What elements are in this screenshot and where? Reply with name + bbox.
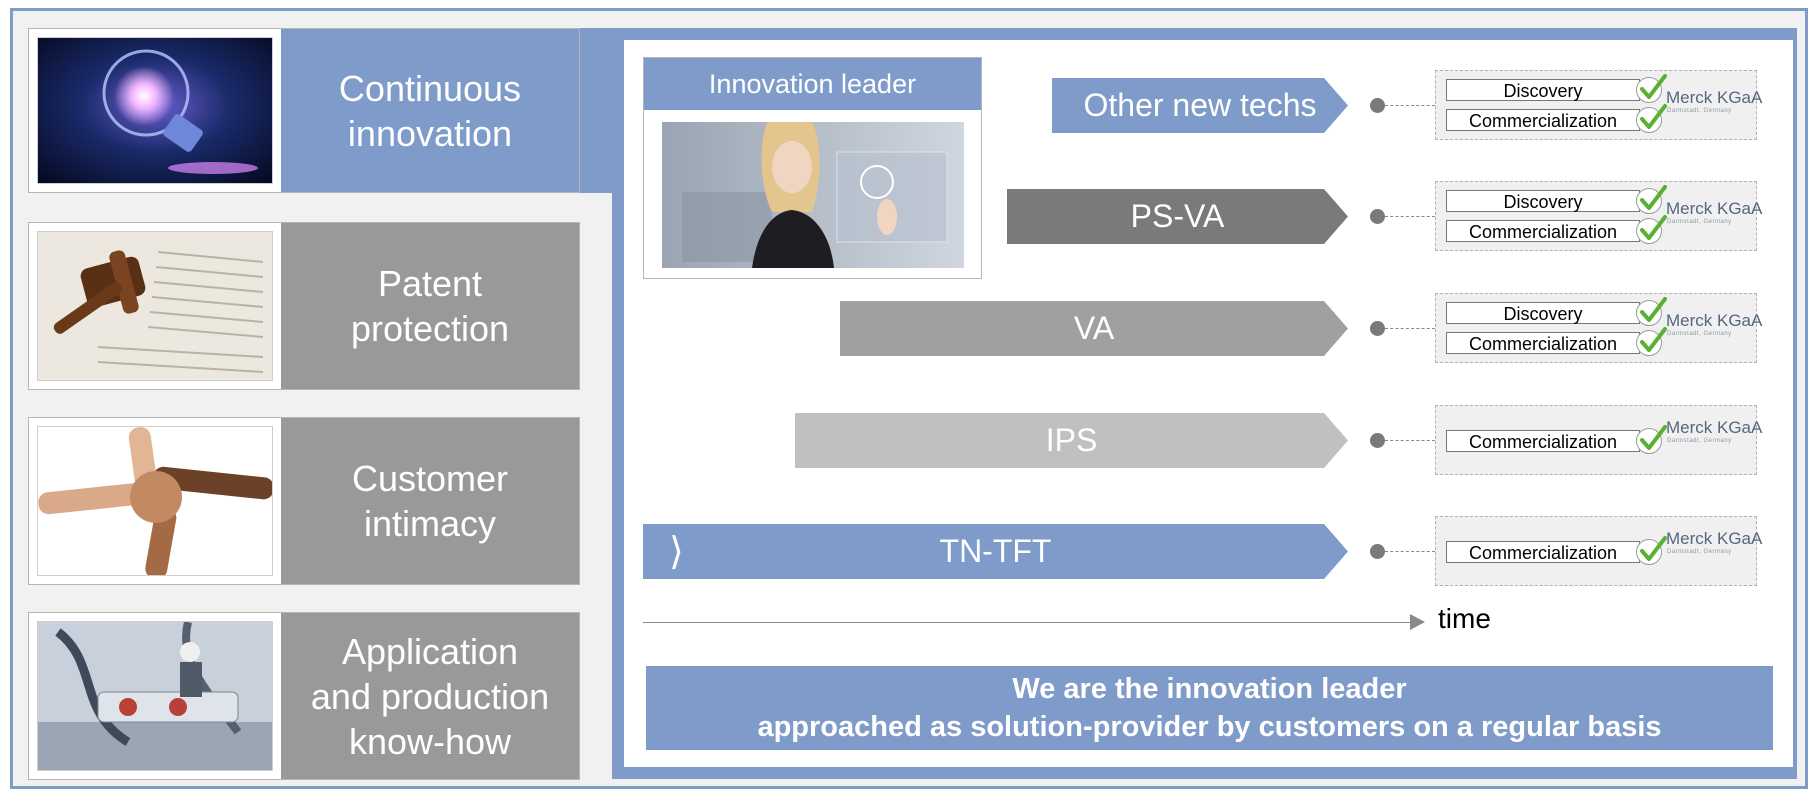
checkmark-icon	[1636, 536, 1667, 565]
tech-arrow-ps-va: PS-VA	[1007, 189, 1348, 244]
dashed-connector	[1385, 440, 1435, 441]
tech-arrow-va: VA	[840, 301, 1348, 356]
timeline-marker-dot	[1370, 209, 1385, 224]
checkmark-icon	[1636, 74, 1667, 103]
stage-discovery: Discovery	[1446, 302, 1640, 324]
card-label: Patent protection	[281, 223, 579, 389]
card-patent-protection: Patent protection	[28, 222, 580, 390]
timeline-marker-dot	[1370, 433, 1385, 448]
checkmark-icon	[1636, 215, 1667, 244]
joined-hands-image	[37, 426, 273, 576]
summary-banner: We are the innovation leader approached …	[646, 666, 1773, 750]
checkmark-icon	[1636, 327, 1667, 356]
card-continuous-innovation: Continuous innovation	[28, 28, 580, 193]
merck-logo: Merck KGaA	[1666, 199, 1763, 218]
stage-discovery: Discovery	[1446, 190, 1640, 212]
checkmark-icon	[1636, 185, 1667, 214]
merck-logo-location: Darmstadt, Germany	[1667, 108, 1732, 114]
production-machinery-image	[37, 621, 273, 771]
merck-logo-location: Darmstadt, Germany	[1667, 219, 1732, 225]
gavel-image	[37, 231, 273, 381]
stage-commercialization: Commercialization	[1446, 332, 1640, 354]
tech-arrow-other-new-techs: Other new techs	[1052, 78, 1348, 133]
stage-commercialization: Commercialization	[1446, 109, 1640, 131]
stage-commercialization: Commercialization	[1446, 541, 1640, 563]
innovation-leader-title: Innovation leader	[644, 58, 981, 110]
card-application-know-how: Application and production know-how	[28, 612, 580, 780]
merck-logo-location: Darmstadt, Germany	[1667, 331, 1732, 337]
tech-label: VA	[1073, 310, 1115, 346]
card-customer-intimacy: Customer intimacy	[28, 417, 580, 585]
stage-discovery: Discovery	[1446, 79, 1640, 101]
timeline-marker-dot	[1370, 98, 1385, 113]
banner-line-1: We are the innovation leader	[1012, 673, 1407, 705]
tech-label: PS-VA	[1130, 198, 1225, 234]
card-label: Customer intimacy	[281, 418, 579, 584]
tech-arrow-tn-tft: TN-TFT ⟩	[643, 524, 1348, 579]
tech-arrow-ips: IPS	[795, 413, 1348, 468]
timeline-marker-dot	[1370, 321, 1385, 336]
lightbulb-image	[37, 37, 273, 184]
dashed-connector	[1385, 105, 1435, 106]
merck-logo: Merck KGaA	[1666, 418, 1763, 437]
checkmark-icon	[1636, 297, 1667, 326]
timeline-arrowhead	[1410, 614, 1425, 630]
active-card-connector	[580, 28, 614, 193]
chevron-right-icon: ⟩	[669, 531, 684, 573]
innovation-leader-box: Innovation leader	[643, 57, 982, 279]
merck-logo-location: Darmstadt, Germany	[1667, 438, 1732, 444]
dashed-connector	[1385, 328, 1435, 329]
dashed-connector	[1385, 551, 1435, 552]
banner-line-2: approached as solution-provider by custo…	[757, 711, 1662, 743]
checkmark-icon	[1636, 425, 1667, 454]
card-label: Continuous innovation	[281, 29, 579, 192]
tech-label: Other new techs	[1083, 87, 1317, 123]
timeline-marker-dot	[1370, 544, 1385, 559]
checkmark-icon	[1636, 104, 1667, 133]
merck-logo-location: Darmstadt, Germany	[1667, 549, 1732, 555]
timeline-axis	[643, 622, 1417, 623]
woman-touchscreen-image	[662, 122, 964, 268]
merck-logo: Merck KGaA	[1666, 529, 1763, 548]
timeline-label: time	[1438, 603, 1491, 634]
dashed-connector	[1385, 216, 1435, 217]
merck-logo: Merck KGaA	[1666, 88, 1763, 107]
tech-label: TN-TFT	[939, 533, 1052, 569]
card-label: Application and production know-how	[281, 613, 579, 779]
merck-logo: Merck KGaA	[1666, 311, 1763, 330]
stage-commercialization: Commercialization	[1446, 430, 1640, 452]
stage-commercialization: Commercialization	[1446, 220, 1640, 242]
tech-label: IPS	[1045, 422, 1098, 458]
